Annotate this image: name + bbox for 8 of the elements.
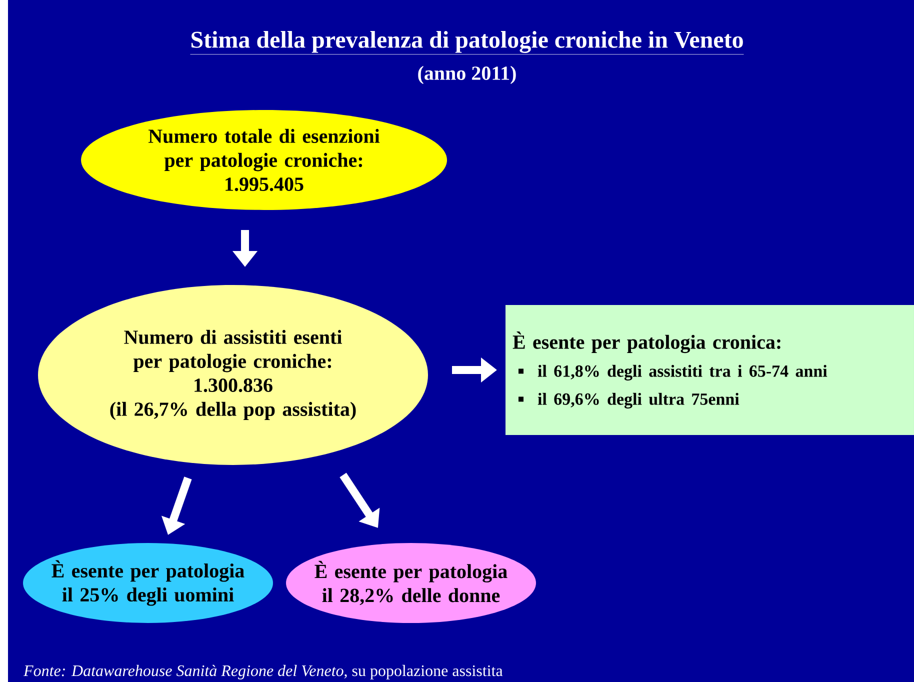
subtitle: (anno 2011) (418, 66, 516, 84)
source-note: Fonte: Datawarehouse Sanità Regione del Veneto, su popolazione assistita (23, 664, 503, 680)
ellipse-node: Numero di assistiti esenti per patologie croniche: 1.300.836 (il 26,7% della pop assistita) (38, 285, 428, 465)
ellipse-node: Numero totale di esenzioni per patologie croniche: 1.995.405 (81, 110, 447, 210)
title: Stima della prevalenza di patologie croniche in Veneto (190, 31, 744, 55)
info-box: È esente per patologia cronica: il 61,8% degli assistiti tra i 65-74 anni il 69,6% degli ultra 75enni (506, 305, 914, 435)
ellipse-node: È esente per patologia il 25% degli uomini (23, 543, 273, 623)
ellipse-node: È esente per patologia il 28,2% delle donne (286, 543, 536, 623)
